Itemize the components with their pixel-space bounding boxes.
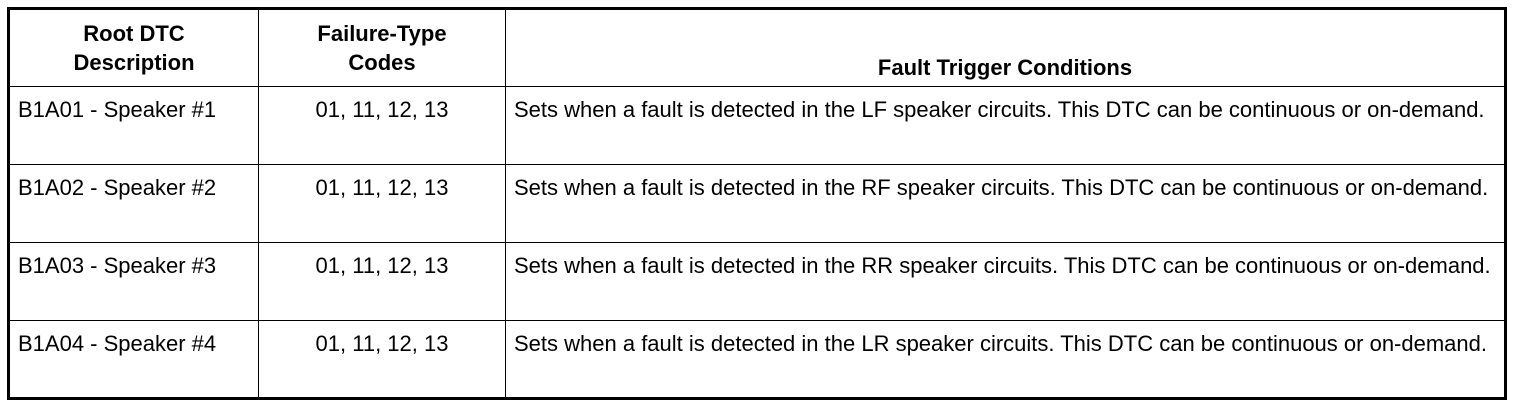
header-failure-type-codes: Failure-Type Codes [258,8,506,87]
cell-dtc-description: B1A04 - Speaker #4 [8,320,259,399]
cell-fault-trigger-conditions: Sets when a fault is detected in the RF … [505,164,1506,243]
cell-fault-trigger-conditions: Sets when a fault is detected in the LF … [505,86,1506,165]
header-fault-trigger-conditions: Fault Trigger Conditions [505,8,1506,87]
cell-fault-trigger-conditions: Sets when a fault is detected in the RR … [505,242,1506,321]
table-header-row: Root DTC Description Failure-Type Codes … [8,8,1506,87]
table-row: B1A01 - Speaker #1 01, 11, 12, 13 Sets w… [8,86,1506,165]
header-line: Description [73,50,195,75]
cell-failure-type-codes: 01, 11, 12, 13 [258,320,506,399]
cell-failure-type-codes: 01, 11, 12, 13 [258,242,506,321]
header-line: Failure-Type [317,21,447,46]
table-row: B1A03 - Speaker #3 01, 11, 12, 13 Sets w… [8,242,1506,321]
table-row: B1A02 - Speaker #2 01, 11, 12, 13 Sets w… [8,164,1506,243]
cell-failure-type-codes: 01, 11, 12, 13 [258,164,506,243]
cell-fault-trigger-conditions: Sets when a fault is detected in the LR … [505,320,1506,399]
header-root-dtc-description: Root DTC Description [8,8,259,87]
cell-dtc-description: B1A03 - Speaker #3 [8,242,259,321]
header-line: Codes [348,50,416,75]
cell-dtc-description: B1A02 - Speaker #2 [8,164,259,243]
header-line: Root DTC [83,21,185,46]
cell-failure-type-codes: 01, 11, 12, 13 [258,86,506,165]
table-row: B1A04 - Speaker #4 01, 11, 12, 13 Sets w… [8,320,1506,399]
cell-dtc-description: B1A01 - Speaker #1 [8,86,259,165]
dtc-table: Root DTC Description Failure-Type Codes … [7,7,1507,400]
